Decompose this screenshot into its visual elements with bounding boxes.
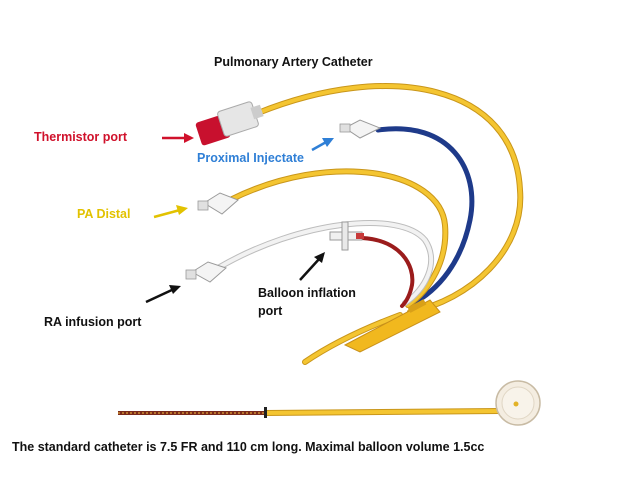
label-proximal-injectate: Proximal Injectate (197, 151, 304, 165)
ra-infusion-arrow (145, 285, 181, 304)
balloon-arrow (299, 252, 325, 281)
pa-distal-connector (197, 192, 239, 215)
ra-infusion-connector (185, 261, 227, 283)
catheter-tubing (215, 83, 524, 365)
balloon-tip (495, 380, 541, 426)
label-ra-infusion-port: RA infusion port (44, 315, 142, 329)
diagram-title: Pulmonary Artery Catheter (214, 55, 373, 69)
thermistor-arrow (162, 133, 194, 143)
catheter-tip-view (118, 380, 541, 426)
label-balloon-inflation-port: Balloon inflation port (258, 286, 356, 318)
proximal-arrow (311, 138, 334, 152)
balloon-inflation-connector (329, 221, 364, 251)
label-pa-distal: PA Distal (77, 207, 131, 221)
label-thermistor-port: Thermistor port (34, 130, 128, 144)
balloon-lumen (360, 236, 415, 308)
thermistor-connector (195, 101, 264, 146)
proximal-injectate-connector (339, 119, 382, 139)
pa-distal-arrow (153, 205, 188, 219)
proximal-lumen (375, 126, 475, 308)
pointer-arrows (145, 133, 334, 304)
caption: The standard catheter is 7.5 FR and 110 … (12, 440, 485, 454)
catheter-hub (343, 299, 441, 353)
